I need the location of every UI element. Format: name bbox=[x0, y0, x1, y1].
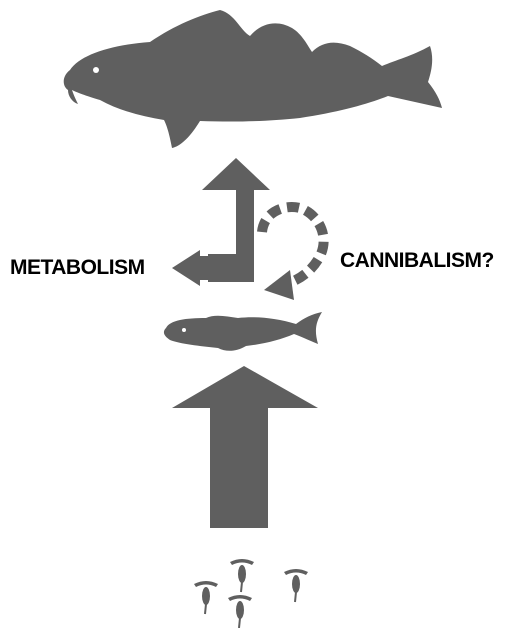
larva-icon bbox=[284, 569, 308, 602]
adult-cod-icon bbox=[64, 10, 442, 148]
larva-icon bbox=[230, 559, 254, 592]
juvenile-fish-icon bbox=[164, 312, 322, 351]
larva-icon bbox=[228, 595, 252, 628]
larvae-group bbox=[194, 559, 308, 628]
metabolism-arrow bbox=[172, 250, 236, 286]
growth-arrow-lower bbox=[172, 366, 318, 528]
cannibalism-dashed-arrow bbox=[262, 207, 324, 300]
metabolism-label: METABOLISM bbox=[10, 256, 145, 280]
cannibalism-label: CANNIBALISM? bbox=[340, 249, 494, 273]
larva-icon bbox=[194, 581, 218, 614]
